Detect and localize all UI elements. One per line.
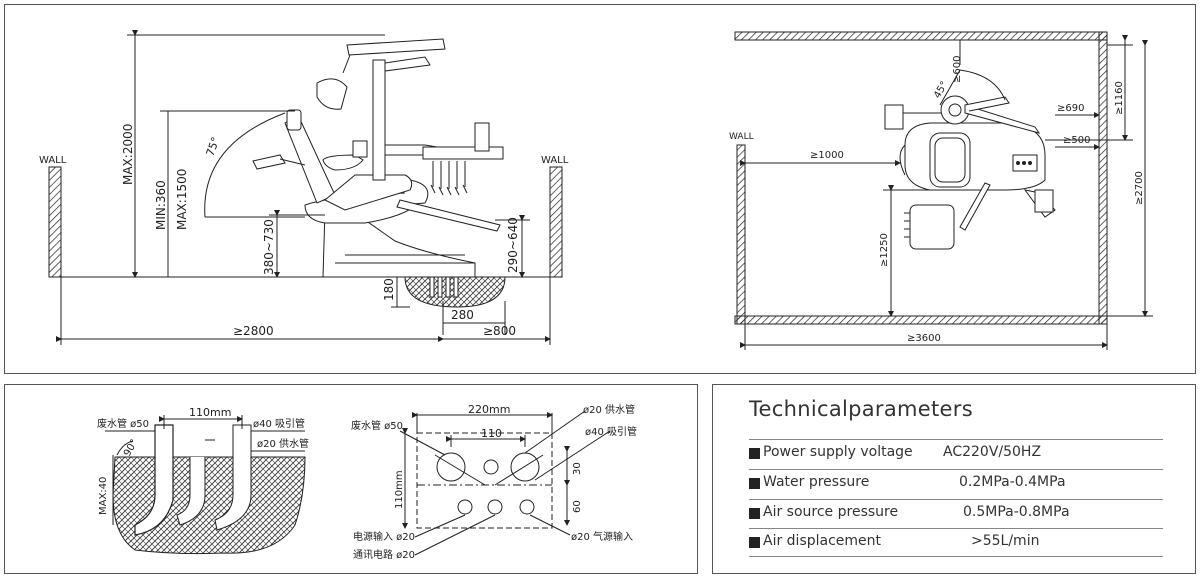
dim-min360: MIN:360: [154, 180, 168, 230]
instrument-tray: [422, 146, 504, 160]
dim-1000: ≥1000: [810, 150, 844, 161]
tech-bottom-rule: [749, 556, 1163, 557]
label-power-input: 电源输入 ø20: [353, 530, 415, 543]
bullet-square-icon: [749, 448, 760, 459]
tech-row-name: Air displacement: [763, 533, 882, 549]
dim-280: 280: [451, 308, 474, 322]
top-view-labels: WALL ≥600 45° ≥690 ≥500 ≥1000 ≥1160 ≥270…: [729, 56, 1145, 344]
label-drain-pipe-left: 废水管 ø50: [97, 417, 149, 430]
pipe-layout-panel: 110mm 废水管 ø50 ø40 吸引管 ø20 供水管 90° MAX:40: [4, 384, 698, 574]
tech-row: Air source pressure 0.5MPa-0.8MPa: [749, 499, 1163, 528]
right-wall: [549, 166, 563, 278]
left-wall: [48, 166, 62, 278]
label-wall-top-view: WALL: [729, 132, 754, 142]
installation-drawing: WALL WALL MAX:2000 MIN:360 MAX:1500 380~…: [39, 30, 1153, 350]
label-comm-cable: 通讯电路 ø20: [353, 548, 415, 561]
operating-lamp: [316, 78, 348, 110]
tech-row: Air displacement >55L/min: [749, 528, 1163, 557]
label-air-input: ø20 气源输入: [571, 530, 633, 543]
tech-row: Water pressure 0.2MPa-0.4MPa: [749, 469, 1163, 498]
dim-180: 180: [382, 278, 396, 301]
dim-110-right: 110: [481, 427, 502, 440]
bullet-square-icon: [749, 537, 760, 548]
dim-max2000: MAX:2000: [121, 124, 135, 185]
label-water-supply-left: ø20 供水管: [257, 437, 309, 450]
dim-290-640: 290~640: [506, 217, 520, 273]
dim-60: 60: [572, 500, 583, 513]
bullet-square-icon: [749, 478, 760, 489]
lamp-arm: [346, 38, 446, 56]
dim-30: 30: [572, 462, 583, 475]
tech-row-value: 0.2MPa-0.4MPa: [959, 474, 1066, 490]
side-view-labels: WALL WALL MAX:2000 MIN:360 MAX:1500 380~…: [39, 124, 569, 338]
tech-row-name: Air source pressure: [763, 504, 899, 520]
dim-110mm-left: 110mm: [189, 406, 231, 419]
dim-380-730: 380~730: [262, 219, 276, 275]
dim-600: ≥600: [952, 56, 963, 83]
pipe-layout-drawing: 110mm 废水管 ø50 ø40 吸引管 ø20 供水管 90° MAX:40: [97, 403, 637, 561]
side-view: [48, 30, 563, 345]
tech-row-value: AC220V/50HZ: [943, 444, 1042, 460]
angle-75: 75°: [204, 135, 223, 158]
label-water-supply-right: ø20 供水管: [583, 403, 635, 416]
spittoon: [322, 154, 364, 171]
tech-title: Technicalparameters: [749, 397, 973, 421]
dim-500: ≥500: [1063, 135, 1090, 146]
technical-parameters-panel: Technicalparameters Power supply voltage…: [712, 384, 1196, 574]
lamp-post: [372, 59, 386, 181]
bullet-square-icon: [749, 508, 760, 519]
label-wall-right: WALL: [541, 155, 569, 166]
dim-1160: ≥1160: [1114, 81, 1125, 115]
label-suction-pipe-left: ø40 吸引管: [253, 417, 305, 430]
doctor-tray-top: [909, 204, 955, 250]
label-suction-pipe-right: ø40 吸引管: [585, 425, 637, 438]
dim-2800: ≥2800: [233, 324, 274, 338]
dim-max40: MAX:40: [98, 477, 109, 515]
pipe-section-left: [105, 415, 306, 555]
dim-2700: ≥2700: [1134, 171, 1145, 205]
tech-row-value: 0.5MPa-0.8MPa: [963, 504, 1070, 520]
dim-800: ≥800: [483, 324, 516, 338]
tech-row: Power supply voltage AC220V/50HZ: [749, 439, 1163, 468]
installation-drawing-panel: WALL WALL MAX:2000 MIN:360 MAX:1500 380~…: [4, 4, 1196, 374]
top-view: [734, 31, 1153, 350]
dim-220mm: 220mm: [468, 403, 510, 416]
tech-row-name: Water pressure: [763, 474, 870, 490]
angle-45: 45°: [932, 80, 950, 101]
dim-1250: ≥1250: [879, 233, 890, 267]
dim-110mm-right: 110mm: [394, 470, 405, 509]
dim-max1500: MAX:1500: [175, 169, 189, 230]
angle-90: 90°: [122, 438, 140, 459]
pipe-section-right: [399, 410, 611, 556]
headrest: [286, 109, 302, 131]
pipe-right-labels: 220mm ø20 供水管 废水管 ø50 110 ø40 吸引管 110mm …: [351, 403, 637, 561]
label-drain-pipe-right: 废水管 ø50: [351, 419, 403, 432]
dim-690: ≥690: [1057, 103, 1084, 114]
label-wall-left: WALL: [39, 155, 67, 166]
tech-row-value: >55L/min: [971, 533, 1040, 549]
dim-3600: ≥3600: [907, 333, 941, 344]
tech-row-name: Power supply voltage: [763, 444, 913, 460]
